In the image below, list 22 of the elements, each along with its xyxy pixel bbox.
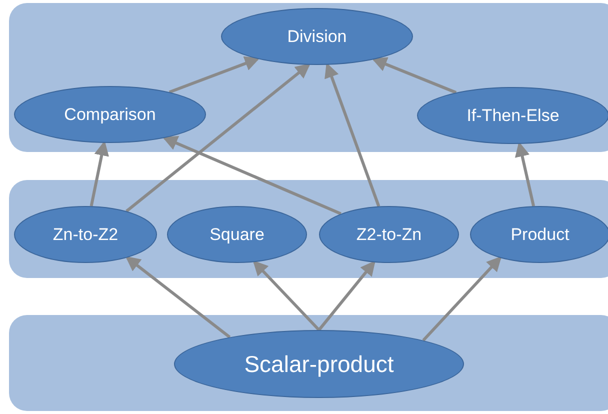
arrow bbox=[90, 140, 110, 206]
arrow bbox=[372, 57, 457, 94]
arrow bbox=[162, 136, 342, 216]
node-label: Division bbox=[287, 26, 347, 48]
node-label: Zn-to-Z2 bbox=[52, 224, 118, 246]
node-label: Scalar-product bbox=[244, 350, 394, 379]
node-label: Comparison bbox=[64, 104, 156, 126]
arrow bbox=[514, 142, 536, 206]
layer-band bbox=[9, 315, 608, 411]
layer-band bbox=[9, 180, 608, 278]
node-label: If-Then-Else bbox=[466, 104, 560, 127]
layer-band bbox=[9, 3, 608, 152]
node-label: Z2-to-Zn bbox=[356, 224, 422, 246]
node-label: Square bbox=[210, 224, 264, 246]
arrow bbox=[422, 256, 502, 342]
arrow bbox=[125, 256, 231, 338]
arrow bbox=[324, 62, 380, 207]
arrow bbox=[252, 260, 320, 332]
node-label: Product bbox=[510, 224, 570, 246]
arrow bbox=[168, 56, 260, 94]
arrow bbox=[318, 260, 376, 331]
arrow bbox=[126, 63, 310, 212]
